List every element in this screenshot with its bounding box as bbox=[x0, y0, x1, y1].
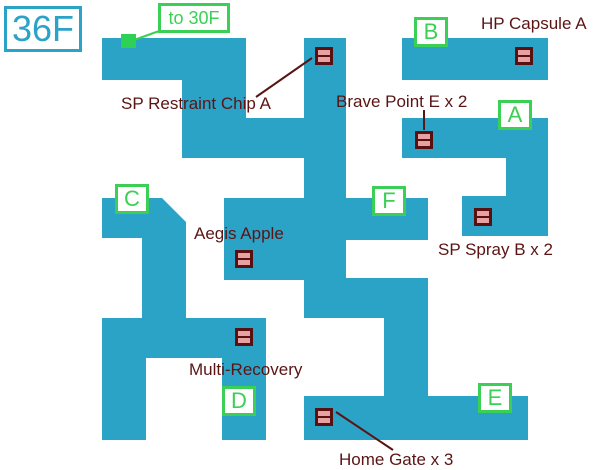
item-label-hp-capsule: HP Capsule A bbox=[481, 14, 587, 33]
exit-stairs-marker[interactable] bbox=[121, 34, 136, 48]
zone-marker-b: B bbox=[414, 17, 448, 47]
exit-pointer-line bbox=[133, 29, 163, 41]
exit-label: to 30F bbox=[158, 3, 230, 33]
zone-marker-f: F bbox=[372, 186, 406, 216]
chest-hp-capsule[interactable] bbox=[515, 47, 533, 65]
item-label-multi-recovery: Multi-Recovery bbox=[189, 360, 303, 379]
chest-sp-restraint-chip[interactable] bbox=[315, 47, 333, 65]
pointer-lines bbox=[255, 57, 425, 451]
item-label-aegis-apple: Aegis Apple bbox=[194, 224, 284, 243]
floor-badge: 36F bbox=[4, 6, 82, 52]
corridor-layer bbox=[102, 38, 548, 440]
chest-home-gate[interactable] bbox=[315, 408, 333, 426]
item-label-home-gate: Home Gate x 3 bbox=[339, 450, 454, 469]
chest-aegis-apple[interactable] bbox=[235, 250, 253, 268]
zone-marker-e: E bbox=[478, 383, 512, 413]
chest-multi-recovery[interactable] bbox=[235, 328, 253, 346]
chest-sp-spray[interactable] bbox=[474, 208, 492, 226]
zone-marker-c: C bbox=[115, 184, 149, 214]
zone-marker-d: D bbox=[222, 386, 256, 416]
zone-marker-a: A bbox=[498, 100, 532, 130]
item-label-brave-point: Brave Point E x 2 bbox=[336, 92, 468, 111]
item-label-sp-spray: SP Spray B x 2 bbox=[438, 240, 553, 259]
pointer-line-sp-restraint bbox=[255, 57, 313, 98]
pointer-line-home-gate bbox=[335, 411, 394, 451]
item-label-sp-restraint-chip: SP Restraint Chip A bbox=[121, 94, 271, 113]
chest-brave-point[interactable] bbox=[415, 131, 433, 149]
